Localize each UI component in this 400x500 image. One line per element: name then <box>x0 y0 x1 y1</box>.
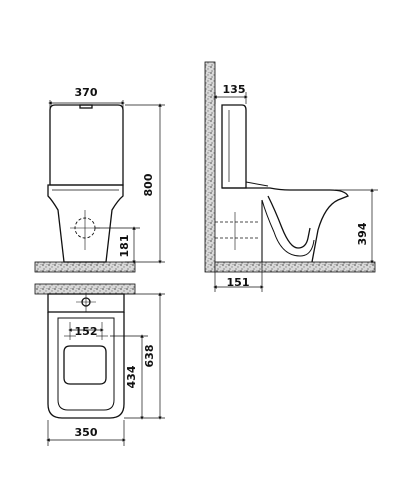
side-cistern <box>221 104 247 189</box>
side-toilet <box>215 104 349 263</box>
top-dimensions <box>46 292 165 446</box>
side-view <box>204 61 376 273</box>
top-toilet <box>47 293 125 419</box>
dim-side-seat-height: 394 <box>356 222 369 245</box>
front-bowl <box>47 184 124 263</box>
top-view <box>34 283 136 295</box>
dim-top-hole-spacing: 152 <box>75 325 98 338</box>
dim-top-depth: 638 <box>143 345 156 368</box>
side-bowl <box>222 187 349 263</box>
side-floor <box>214 261 376 273</box>
dim-side-outlet-offset: 151 <box>227 276 250 289</box>
front-floor <box>34 261 136 273</box>
top-wall <box>34 283 136 295</box>
dim-front-height: 800 <box>142 173 155 196</box>
side-trap <box>267 195 311 249</box>
dim-top-outlet-distance: 434 <box>125 365 138 388</box>
front-view <box>34 104 136 273</box>
front-dimensions <box>48 100 165 264</box>
front-flush-button <box>79 104 93 109</box>
side-dimensions <box>213 92 378 292</box>
top-bowl <box>47 312 125 419</box>
dim-top-width: 350 <box>75 426 98 439</box>
dim-side-cistern-depth: 135 <box>223 83 246 96</box>
dim-outlet-height: 181 <box>118 235 131 258</box>
dim-front-width: 370 <box>75 86 98 99</box>
side-wall <box>204 61 216 273</box>
top-lid <box>63 345 107 385</box>
front-cistern <box>49 104 124 186</box>
